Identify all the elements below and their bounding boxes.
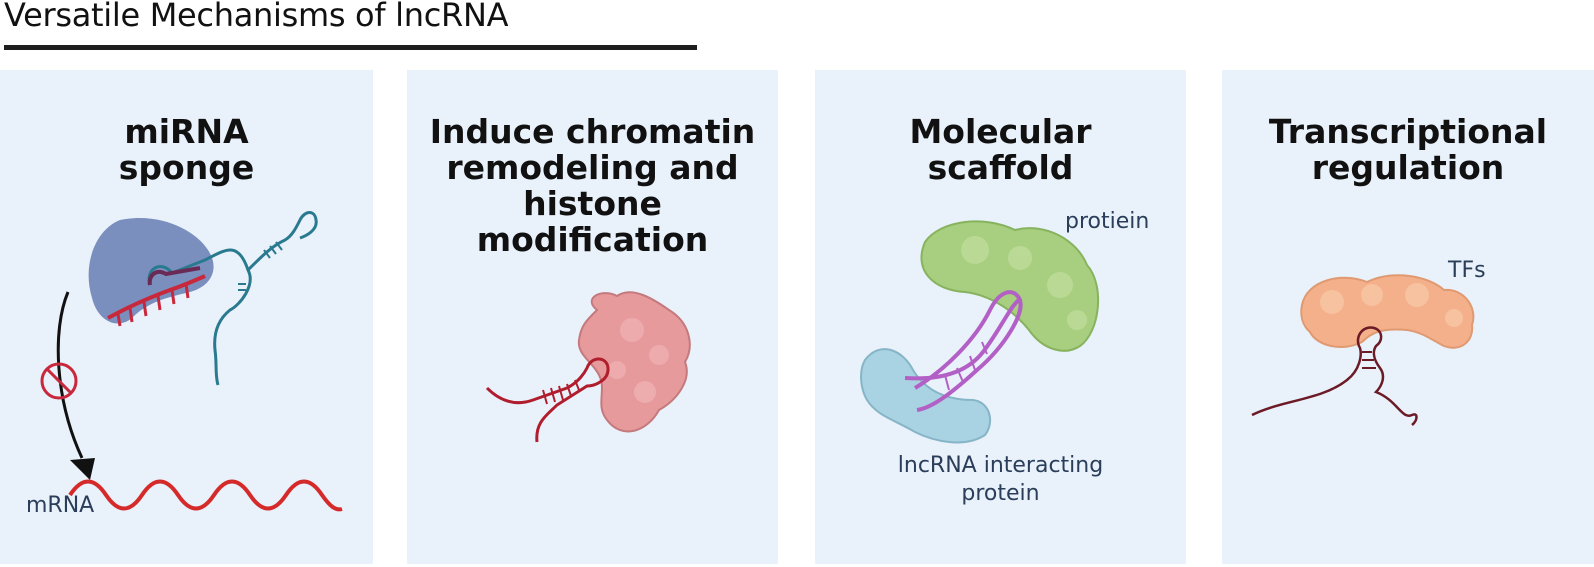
dna-strand-b [904,298,1021,381]
panel-title: miRNA sponge [118,112,255,187]
lncrna-stem-loop [246,211,318,272]
arrowhead [70,458,95,480]
prohibited-icon [40,362,78,400]
mrna-label: mRNA [26,493,95,518]
scaffold-illustration [860,220,1100,444]
dna-strand-a [913,290,1023,412]
green-texture [961,236,1087,330]
panel-molecular-scaffold: Molecular scaffold protiein lncRNA inter… [815,70,1186,564]
lncrna-hairpin [485,357,610,443]
tf-texture [1320,283,1463,327]
hairpin-ticks [542,379,580,405]
blocked-arrow [56,291,84,459]
panel-title: Molecular scaffold [909,112,1092,187]
mrna-wave [68,479,343,512]
mirna-sponge-illustration [40,211,343,512]
panel-title: Transcriptional regulation [1268,112,1548,187]
mirna-strand [107,274,206,320]
panel-title: Induce chromatin remodeling and histone … [429,112,756,259]
tf-protein [1300,274,1475,349]
protein-texture [608,318,669,403]
dna-ticks [944,341,988,391]
regulator-ticks [1362,351,1376,369]
panel-mirna-sponge: miRNA sponge [0,70,373,564]
lncrna-stem-ticks [238,241,283,291]
title-underline [4,45,697,50]
chromatin-illustration [485,291,691,443]
lncrna-regulator [1251,326,1418,426]
transcription-illustration [1251,274,1475,426]
interacting-protein-label: lncRNA interacting protein [897,453,1104,506]
panel-transcriptional-regulation: Transcriptional regulation TFs [1222,70,1594,564]
tfs-label: TFs [1448,258,1486,283]
mirna-ticks [116,283,190,327]
lncrna-sponge-inner [147,266,201,286]
figure-title: Versatile Mechanisms of lncRNA [4,0,509,34]
panel-chromatin-remodeling: Induce chromatin remodeling and histone … [407,70,778,564]
remodeling-protein [577,291,691,433]
protein-label: protiein [1065,209,1150,234]
blue-protein [860,348,992,444]
